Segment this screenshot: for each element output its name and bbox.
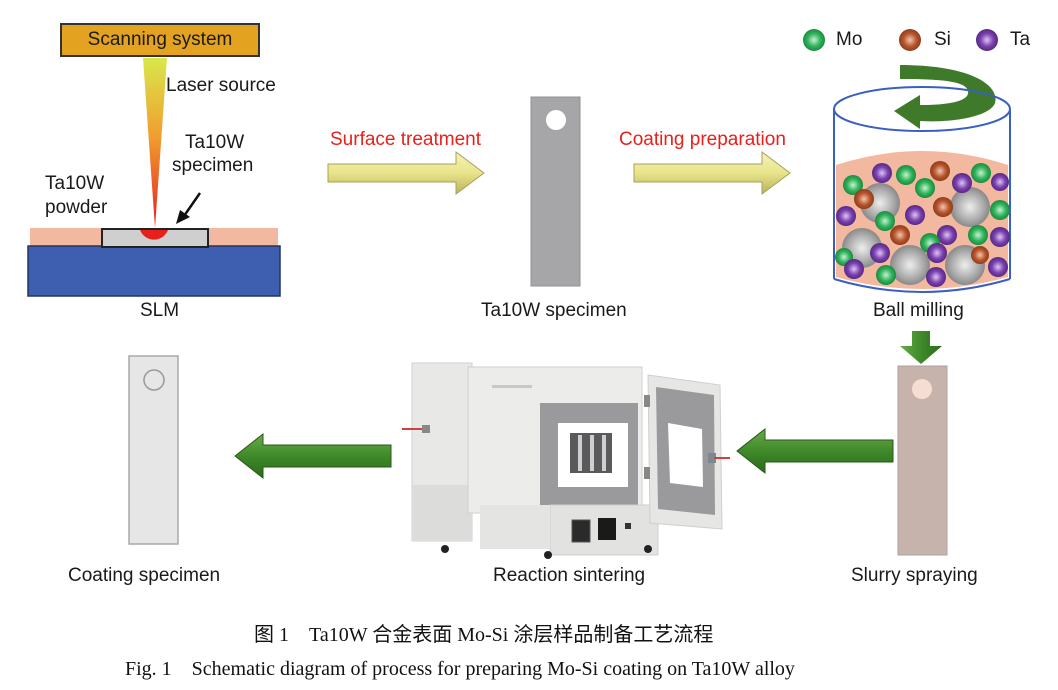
legend-mo-label: Mo — [836, 29, 863, 50]
specimen-hole — [546, 110, 566, 130]
powder-label-line2: powder — [45, 197, 108, 218]
ta10w-specimen-bar — [530, 96, 581, 287]
si-particle — [971, 246, 989, 264]
ta-particle — [927, 243, 947, 263]
ta-particle — [905, 205, 925, 225]
legend-si-label: Si — [934, 29, 951, 50]
ta-particle — [870, 243, 890, 263]
ta-particle — [952, 173, 972, 193]
mo-particle — [968, 225, 988, 245]
substrate — [27, 245, 281, 297]
mo-particle — [990, 200, 1010, 220]
grinding-ball — [950, 187, 990, 227]
down-arrow — [900, 331, 942, 364]
powder-label-line1: Ta10W — [45, 173, 105, 194]
legend-ta-label: Ta — [1010, 29, 1031, 50]
specimen-hole — [143, 369, 165, 391]
slm-specimen-label-line1: Ta10W — [185, 132, 245, 153]
furnace-door-handle — [708, 453, 716, 463]
ta-particle — [990, 227, 1010, 247]
si-particle — [854, 189, 874, 209]
specimen-pointer-line — [182, 192, 202, 217]
ta-particle — [872, 163, 892, 183]
mo-particle — [971, 163, 991, 183]
mo-particle — [915, 178, 935, 198]
slm-specimen-label-line2: specimen — [172, 155, 254, 176]
coating-specimen-bar — [128, 355, 179, 545]
figure-caption-en: Fig. 1 Schematic diagram of process for … — [125, 658, 795, 680]
rotation-arrow — [894, 65, 996, 129]
sintering-furnace — [402, 362, 730, 559]
return-arrow-right — [736, 427, 894, 475]
mo-particle — [843, 175, 863, 195]
scanning-system-label: Scanning system — [87, 29, 233, 50]
ta-particle — [991, 173, 1009, 191]
ball-milling-label: Ball milling — [873, 300, 964, 321]
legend-mo-marker — [803, 29, 825, 51]
surface-treatment-arrow — [327, 151, 485, 195]
furnace-display — [571, 519, 591, 543]
laser-beam — [27, 58, 281, 297]
laser-cone — [143, 58, 167, 228]
ta-particle — [926, 267, 946, 287]
milling-balls — [835, 161, 1010, 287]
ta-particle — [836, 206, 856, 226]
slurry-sprayed-specimen — [897, 365, 948, 556]
return-arrow-left — [234, 432, 392, 480]
si-particle — [933, 197, 953, 217]
grinding-ball — [890, 245, 930, 285]
ta-particle — [937, 225, 957, 245]
ball-mill-jar — [833, 65, 1011, 293]
mo-particle — [876, 265, 896, 285]
slm-label: SLM — [140, 300, 180, 321]
ta-particle — [988, 257, 1008, 277]
laser-source-label: Laser source — [166, 75, 276, 96]
coating-specimen-label: Coating specimen — [68, 565, 221, 586]
si-particle — [930, 161, 950, 181]
surface-treatment-label: Surface treatment — [330, 129, 482, 150]
legend-ta-marker — [976, 29, 998, 51]
mo-particle — [896, 165, 916, 185]
slurry-spraying-label: Slurry spraying — [851, 565, 978, 586]
coating-preparation-label: Coating preparation — [619, 129, 786, 150]
figure-caption-cn: 图 1 Ta10W 合金表面 Mo-Si 涂层样品制备工艺流程 — [254, 624, 714, 646]
ta-particle — [844, 259, 864, 279]
ta10w-specimen-label: Ta10W specimen — [481, 300, 627, 321]
furnace-switch — [598, 518, 616, 540]
melt-pool — [140, 230, 168, 240]
legend-si-marker — [899, 29, 921, 51]
scanning-system-box: Scanning system — [60, 23, 260, 57]
legend: Mo Si Ta — [800, 26, 1050, 56]
coating-preparation-arrow — [633, 151, 791, 195]
si-particle — [890, 225, 910, 245]
reaction-sintering-label: Reaction sintering — [493, 565, 646, 586]
specimen-pointer-head — [176, 210, 190, 224]
specimen-hole — [912, 379, 932, 399]
mo-particle — [875, 211, 895, 231]
